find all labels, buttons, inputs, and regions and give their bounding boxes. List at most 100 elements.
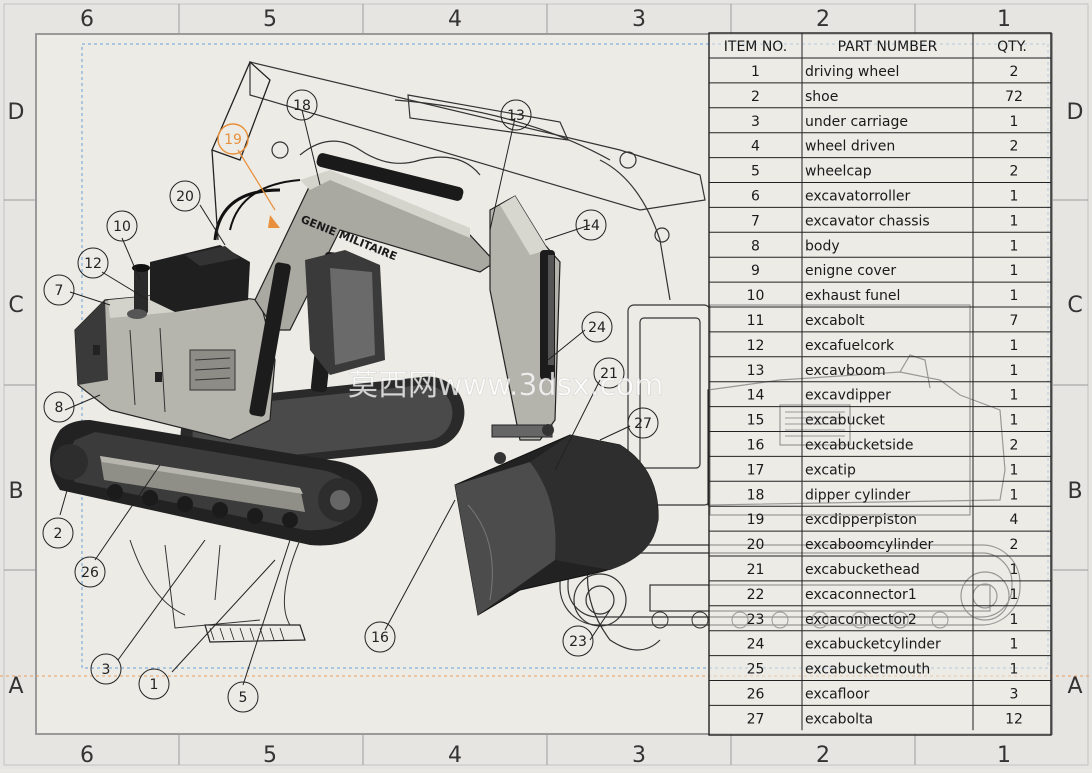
- bom-cell-part-number: excavator chassis: [805, 213, 930, 229]
- bom-cell-part-number: excaconnector2: [805, 612, 917, 628]
- zone-bottom-col-5: 5: [263, 743, 277, 768]
- zone-bottom-col-6: 6: [80, 743, 94, 768]
- svg-text:20: 20: [176, 189, 194, 205]
- bom-cell-item-no: 25: [747, 662, 765, 678]
- bom-cell-item-no: 15: [747, 413, 765, 429]
- bom-cell-qty: 1: [1010, 562, 1019, 578]
- bom-cell-item-no: 9: [751, 263, 760, 279]
- svg-text:13: 13: [507, 108, 525, 124]
- bom-cell-part-number: excaconnector1: [805, 587, 917, 603]
- balloon-13: 13: [500, 99, 532, 131]
- bom-cell-item-no: 13: [747, 363, 765, 379]
- balloon-5: 5: [227, 681, 259, 713]
- bom-cell-item-no: 8: [751, 238, 760, 254]
- highlighted-leader: [237, 149, 276, 211]
- svg-text:26: 26: [81, 565, 99, 581]
- bom-cell-item-no: 18: [747, 487, 765, 503]
- bom-cell-part-number: excaboomcylinder: [805, 537, 933, 553]
- balloon-8: 8: [43, 391, 75, 423]
- svg-text:14: 14: [582, 218, 600, 234]
- bom-cell-item-no: 22: [747, 587, 765, 603]
- bom-cell-qty: 12: [1005, 711, 1023, 727]
- bom-cell-qty: 2: [1010, 64, 1019, 80]
- bom-cell-qty: 1: [1010, 662, 1019, 678]
- svg-text:24: 24: [588, 320, 606, 336]
- bom-cell-item-no: 1: [751, 64, 760, 80]
- bom-cell-qty: 1: [1010, 189, 1019, 205]
- zone-top-col-1: 1: [997, 7, 1011, 32]
- bom-cell-part-number: excabucketcylinder: [805, 637, 941, 653]
- zone-top-col-3: 3: [632, 7, 646, 32]
- zone-left-row-c: C: [8, 293, 23, 318]
- bom-cell-item-no: 3: [751, 114, 760, 130]
- bom-cell-qty: 1: [1010, 487, 1019, 503]
- zone-left-row-b: B: [8, 479, 23, 504]
- bom-cell-item-no: 7: [751, 213, 760, 229]
- bom-cell-part-number: excatip: [805, 462, 856, 478]
- isometric-excavator: GENIE MILITAIRE: [50, 60, 659, 643]
- svg-text:16: 16: [371, 630, 389, 646]
- zone-bottom-col-3: 3: [632, 743, 646, 768]
- bom-cell-part-number: exhaust funel: [805, 288, 900, 304]
- balloon-14: 14: [575, 209, 607, 241]
- bom-cell-qty: 1: [1010, 587, 1019, 603]
- bom-cell-qty: 2: [1010, 438, 1019, 454]
- svg-text:21: 21: [600, 366, 618, 382]
- balloon-10: 10: [106, 210, 138, 242]
- leader-lines: [59, 109, 631, 686]
- balloon-19-highlighted: 19: [217, 123, 249, 155]
- column-zone-labels: 6 5 4 3 2 1 6 5 4 3 2 1: [80, 7, 1011, 768]
- side-boom-cylinder: [407, 94, 569, 141]
- exploded-parts-outline: [129, 539, 301, 629]
- bom-cell-part-number: under carriage: [805, 114, 908, 130]
- bom-cell-qty: 1: [1010, 462, 1019, 478]
- bom-cell-qty: 4: [1010, 512, 1019, 528]
- svg-text:19: 19: [224, 132, 242, 148]
- bom-header-qty: QTY.: [997, 39, 1027, 55]
- zone-top-col-5: 5: [263, 7, 277, 32]
- balloon-16: 16: [364, 621, 396, 653]
- svg-text:27: 27: [634, 416, 652, 432]
- watermark-text: 莫西网www.3dsx.com: [348, 368, 664, 403]
- bom-cell-item-no: 10: [747, 288, 765, 304]
- bom-cell-item-no: 17: [747, 462, 765, 478]
- exhaust-pipe: [134, 268, 148, 314]
- floor-plate: [204, 624, 306, 643]
- bom-cell-qty: 3: [1010, 687, 1019, 703]
- bom-cell-qty: 1: [1010, 612, 1019, 628]
- side-hose: [599, 159, 671, 301]
- svg-text:2: 2: [54, 526, 63, 542]
- bom-cell-part-number: driving wheel: [805, 64, 899, 80]
- balloon-1: 1: [138, 668, 170, 700]
- zone-right-row-c: C: [1067, 293, 1082, 318]
- svg-text:7: 7: [55, 283, 64, 299]
- balloon-23: 23: [562, 625, 594, 657]
- bom-cell-part-number: excavatorroller: [805, 189, 911, 205]
- bucket: [454, 434, 659, 616]
- bom-cell-qty: 7: [1010, 313, 1019, 329]
- svg-text:23: 23: [569, 634, 587, 650]
- bom-cell-item-no: 2: [751, 89, 760, 105]
- zone-right-row-b: B: [1067, 479, 1082, 504]
- bom-cell-item-no: 16: [747, 438, 765, 454]
- bom-cell-part-number: excavdipper: [805, 388, 891, 404]
- svg-text:12: 12: [84, 256, 102, 272]
- front-track: [50, 420, 378, 546]
- bom-cell-item-no: 24: [747, 637, 765, 653]
- balloon-7: 7: [43, 274, 75, 306]
- bom-cell-qty: 2: [1010, 537, 1019, 553]
- bom-cell-item-no: 6: [751, 189, 760, 205]
- bom-cell-item-no: 23: [747, 612, 765, 628]
- bom-cell-part-number: excabolt: [805, 313, 865, 329]
- bom-header-item-no: ITEM NO.: [724, 39, 787, 55]
- zone-top-col-6: 6: [80, 7, 94, 32]
- bom-cell-part-number: enigne cover: [805, 263, 896, 279]
- bom-cell-item-no: 19: [747, 512, 765, 528]
- zone-top-col-2: 2: [816, 7, 830, 32]
- bom-cell-qty: 1: [1010, 338, 1019, 354]
- row-zone-labels: D C B A D C B A: [8, 100, 1084, 699]
- bom-cell-part-number: excdipperpiston: [805, 512, 917, 528]
